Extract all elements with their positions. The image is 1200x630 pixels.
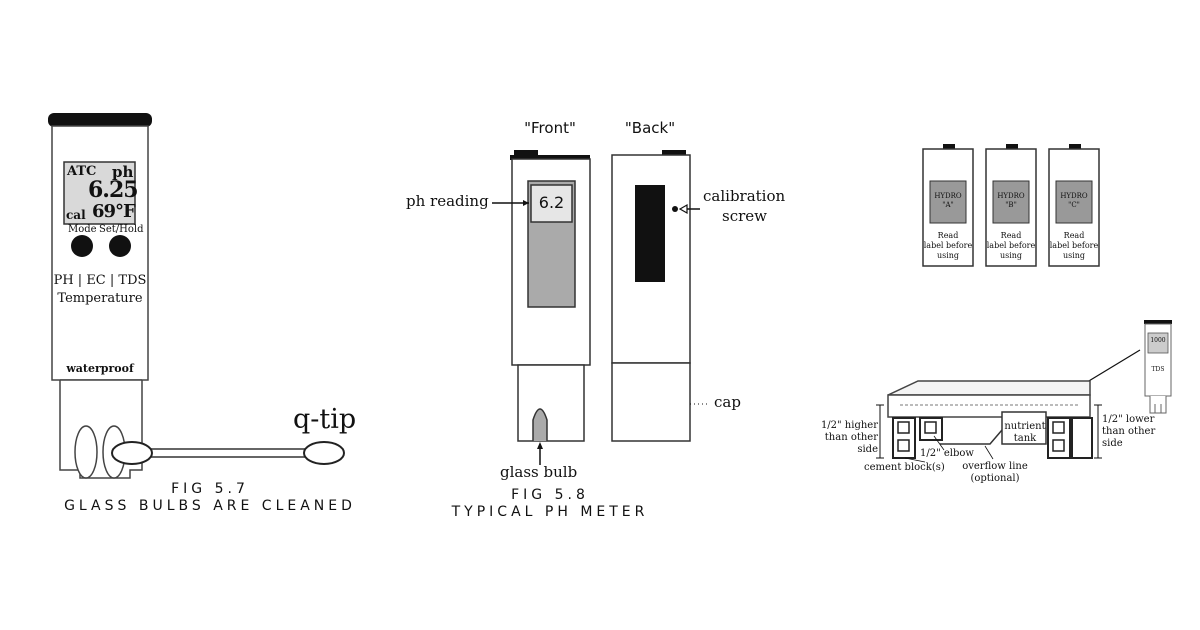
bottle-b-note-3: using — [999, 251, 1023, 260]
bottle-a — [922, 144, 974, 267]
front-meter-display — [530, 184, 573, 223]
overflow-line-label: overflow line (optional) — [950, 461, 1040, 485]
lcd-atc: ATC — [67, 164, 97, 179]
bottle-c — [1048, 144, 1100, 267]
lower-line-2: than other — [1102, 426, 1156, 437]
bottle-b-letter: "B" — [1005, 201, 1017, 209]
calibration-screw — [672, 206, 678, 212]
cap-label: cap — [714, 393, 741, 411]
meter-lcd — [63, 161, 136, 225]
screw-label: screw — [722, 207, 767, 225]
hydroponic-setup — [876, 320, 1172, 463]
higher-line-2: than other — [824, 432, 878, 443]
waterproof-label: waterproof — [66, 362, 134, 375]
fig58-front-meter — [492, 150, 591, 465]
qtip-cotton-left — [111, 441, 153, 465]
qtip-stick — [139, 448, 309, 458]
set-hold-button — [109, 235, 131, 257]
bottle-c-letter: "C" — [1068, 201, 1080, 209]
glass-bulb-left — [74, 425, 98, 479]
bottle-b-note: Read label before using — [986, 231, 1036, 261]
ph-reading-label: ph reading — [406, 192, 489, 210]
mode-label: Mode — [68, 224, 97, 235]
lcd-value: 6.25 — [88, 177, 139, 203]
overflow-line-2: (optional) — [970, 473, 1020, 484]
bottle-b-note-2: label before — [986, 241, 1036, 250]
lcd-cal: cal — [66, 208, 86, 222]
grow-tray-front — [887, 394, 1091, 418]
lower-side-note: 1/2" lower than other side — [1102, 414, 1172, 450]
higher-side-note: 1/2" higher than other side — [806, 420, 878, 456]
bottle-c-note-2: label before — [1049, 241, 1099, 250]
grow-tray-top — [887, 380, 1091, 396]
bottle-a-letter: "A" — [942, 201, 954, 209]
bottle-a-note-1: Read — [937, 231, 959, 240]
tds-display-value: 1000 — [1150, 337, 1166, 344]
elbow-label: 1/2" elbow — [920, 448, 974, 459]
fig58-caption-number: FIG 5.8 — [511, 487, 589, 503]
lcd-ph: ph — [112, 163, 134, 181]
nutrient-line-2: tank — [1013, 433, 1037, 444]
higher-line-1: 1/2" higher — [820, 420, 878, 431]
glass-bulb — [532, 408, 548, 441]
bottle-a-note: Read label before using — [923, 231, 973, 261]
calibration-label: calibration — [703, 187, 786, 205]
bottle-b-brand: HYDRO — [997, 192, 1025, 200]
meter-top-cap — [48, 113, 152, 127]
cement-block-label: cement block(s) — [864, 462, 945, 473]
bottle-c-note-3: using — [1062, 251, 1086, 260]
set-hold-label: Set/Hold — [99, 224, 144, 235]
qtip-cotton-right — [303, 441, 345, 465]
bottles-group — [922, 144, 1100, 267]
front-meter-probe — [517, 364, 585, 442]
fig58-caption-title: TYPICAL PH METER — [451, 504, 649, 520]
back-label: "Back" — [624, 119, 676, 137]
bottle-c-brand: HYDRO — [1060, 192, 1088, 200]
front-label: "Front" — [524, 119, 576, 137]
back-meter-cap — [611, 362, 691, 442]
higher-line-3: side — [857, 444, 878, 455]
glass-bulb-label: glass bulb — [500, 463, 578, 481]
lcd-temperature: 69°F — [92, 201, 136, 222]
bottle-a-label: HYDRO "A" — [930, 192, 966, 210]
meter-temperature-text: Temperature — [57, 291, 143, 306]
fig58-back-meter — [611, 150, 710, 442]
bottle-c-label: HYDRO "C" — [1056, 192, 1092, 210]
overflow-line-1: overflow line — [962, 461, 1028, 472]
bottle-a-note-2: label before — [923, 241, 973, 250]
meter-modes-text: PH | EC | TDS — [53, 273, 147, 288]
lower-line-3: side — [1102, 438, 1123, 449]
nutrient-line-1: nutrient — [1004, 421, 1046, 432]
tds-meter-label: TDS — [1151, 366, 1165, 373]
fig57-caption-number: FIG 5.7 — [171, 481, 249, 497]
fig57-caption-title: GLASS BULBS ARE CLEANED — [64, 498, 356, 514]
bottle-c-note-1: Read — [1063, 231, 1085, 240]
fig57-meter — [48, 113, 345, 479]
bottle-a-brand: HYDRO — [934, 192, 962, 200]
back-meter-battery-cover — [635, 185, 665, 282]
qtip-label: q-tip — [293, 404, 357, 435]
bottle-b-note-1: Read — [1000, 231, 1022, 240]
nutrient-tank-label: nutrient tank — [1004, 421, 1046, 445]
front-display-value: 6.2 — [538, 193, 565, 212]
bottle-c-note: Read label before using — [1049, 231, 1099, 261]
bottle-b-label: HYDRO "B" — [993, 192, 1029, 210]
overflow-line — [940, 429, 1003, 445]
lower-line-1: 1/2" lower — [1102, 414, 1155, 425]
mode-button — [71, 235, 93, 257]
bottle-b — [985, 144, 1037, 267]
bottle-a-note-3: using — [936, 251, 960, 260]
nutrient-tank — [1001, 411, 1047, 445]
